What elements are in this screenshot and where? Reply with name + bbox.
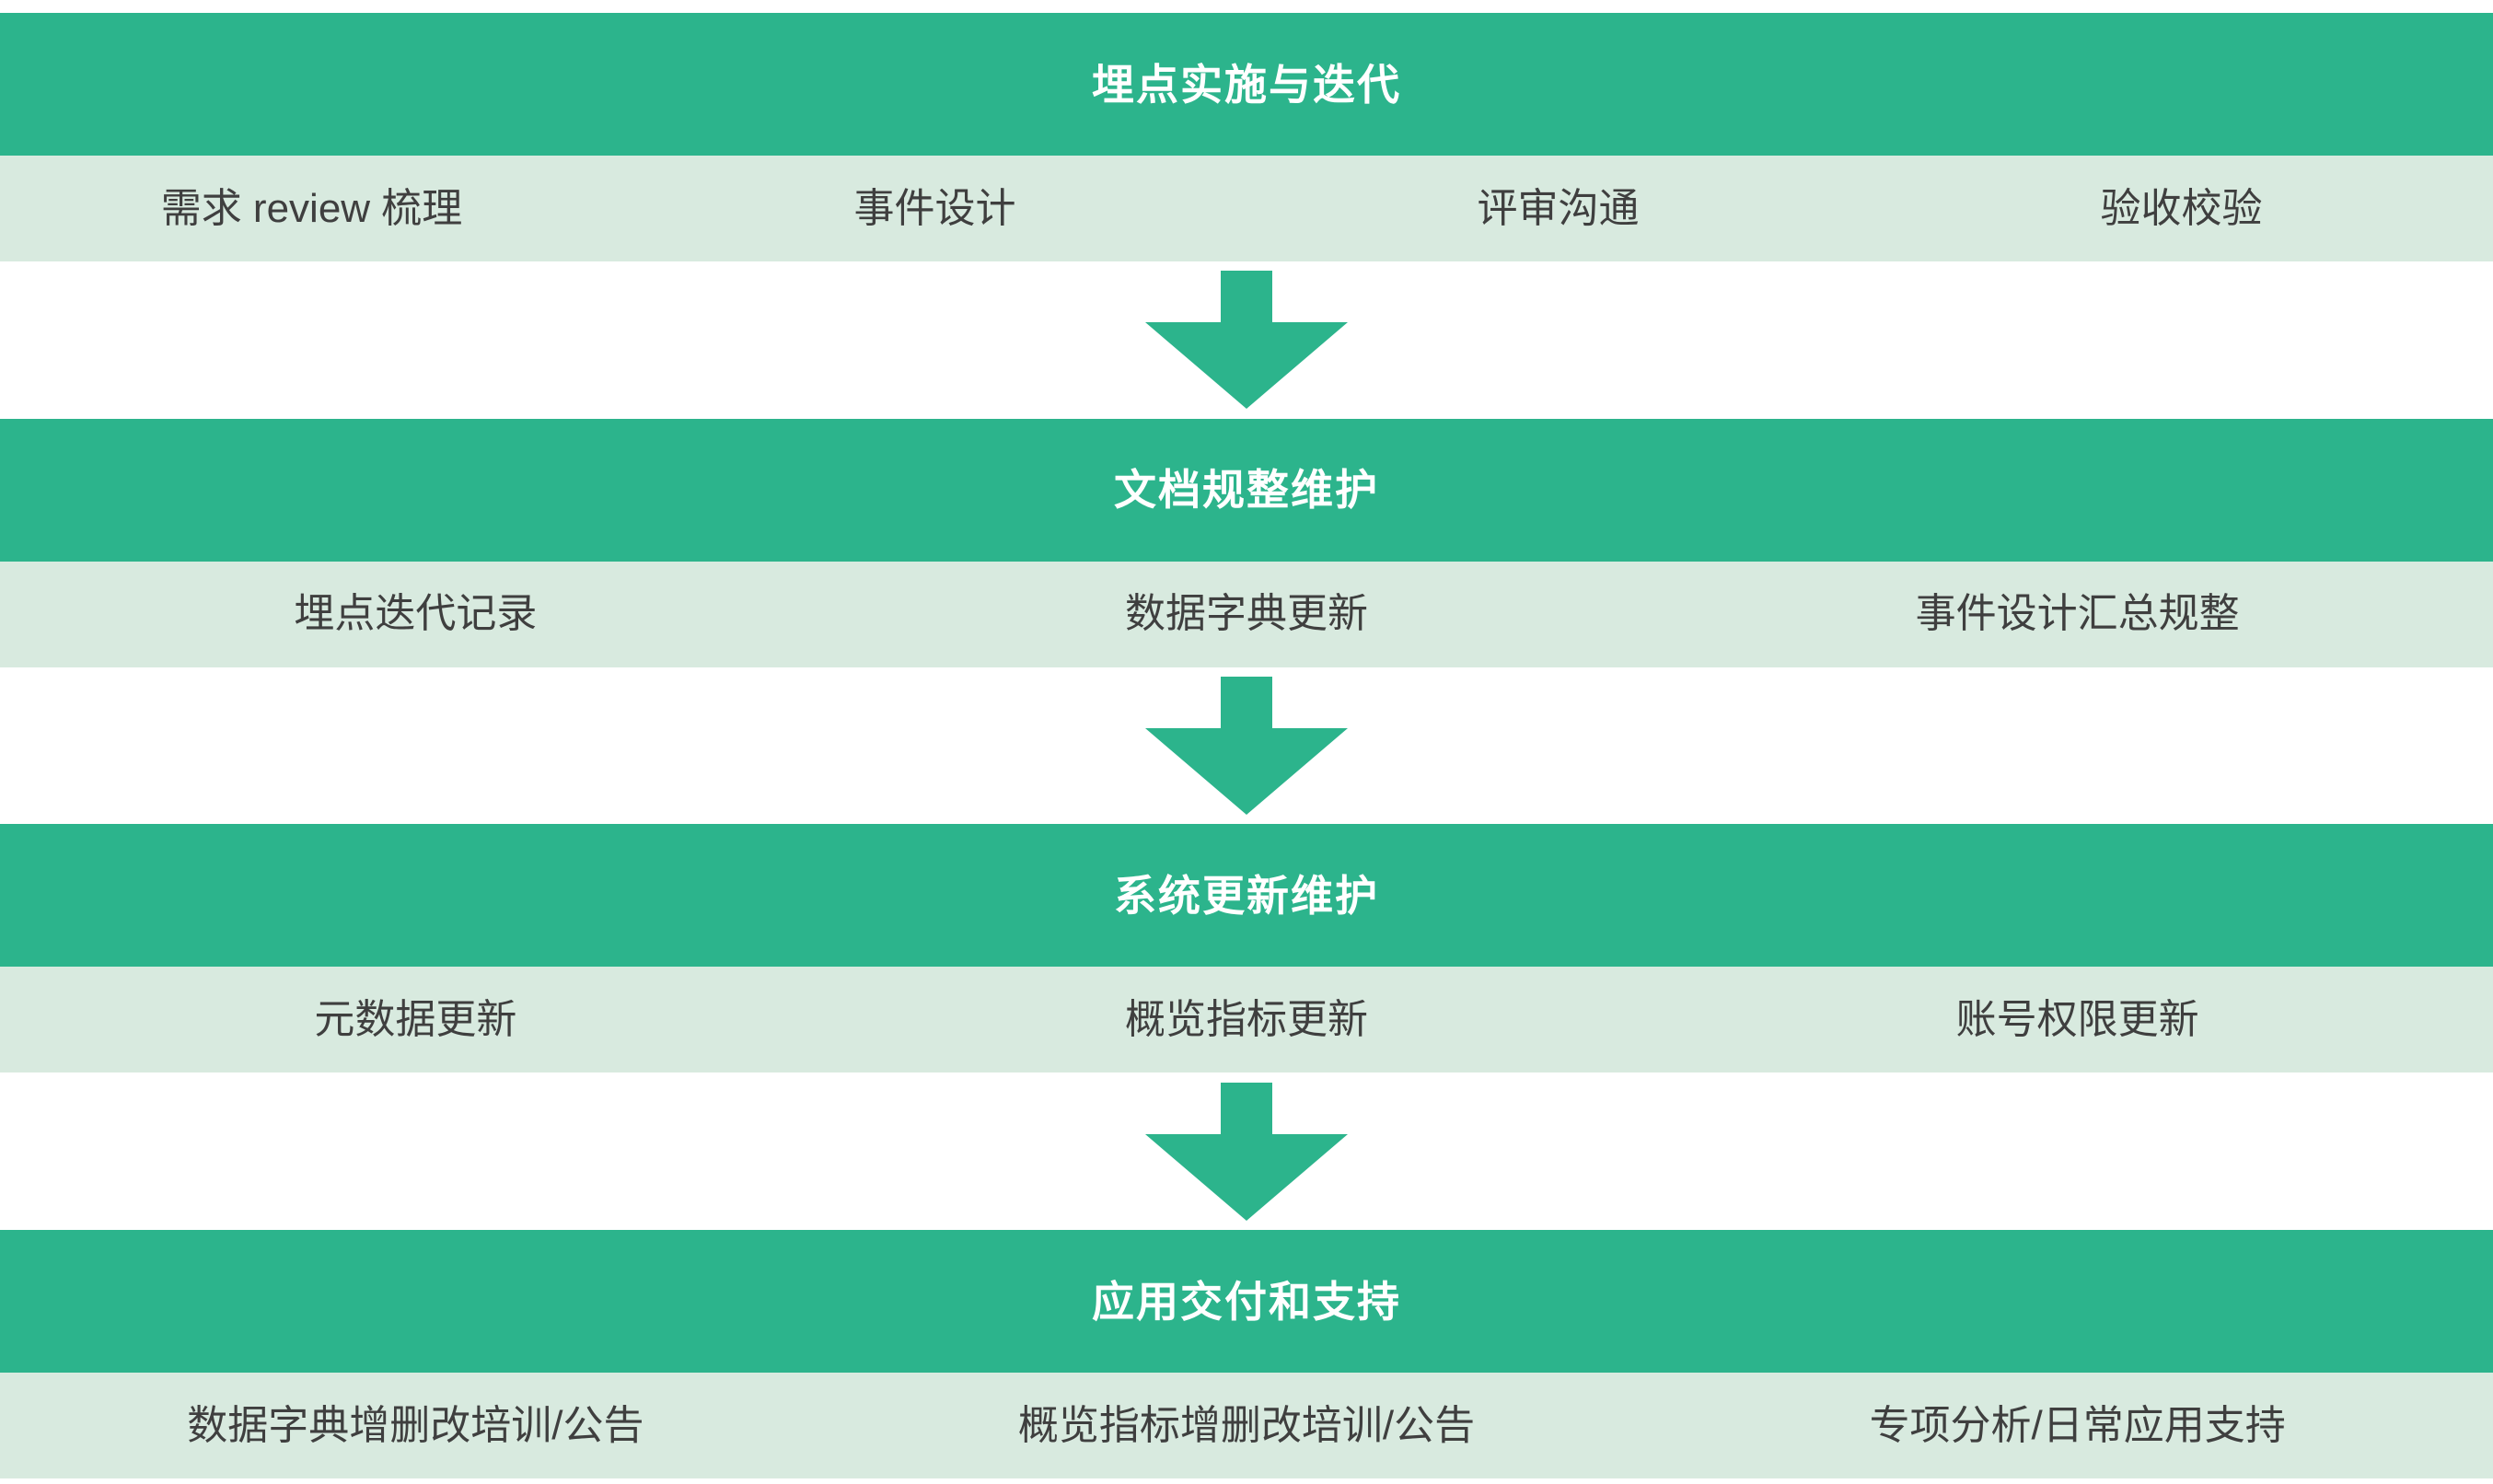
section-header-2: 文档规整维护	[0, 418, 2493, 562]
section-header-4: 应用交付和支持	[0, 1230, 2493, 1374]
section-item[interactable]: 概览指标更新	[1125, 996, 1368, 1042]
section-items-2: 埋点迭代记录 数据字典更新 事件设计汇总规整	[0, 561, 2493, 667]
section-title-2: 文档规整维护	[1114, 466, 1379, 515]
arrow-down-icon	[1145, 677, 1348, 815]
arrow-down-icon	[1145, 1082, 1348, 1221]
section-items-3: 元数据更新 概览指标更新 账号权限更新	[0, 967, 2493, 1073]
section-item[interactable]: 专项分析/日常应用支持	[1869, 1402, 2286, 1448]
section-items-4: 数据字典增删改培训/公告 概览指标增删改培训/公告 专项分析/日常应用支持	[0, 1373, 2493, 1479]
section-item[interactable]: 数据字典增删改培训/公告	[187, 1402, 644, 1448]
connector-gap-3	[0, 1072, 2493, 1231]
arrow-down-icon	[1145, 271, 1348, 410]
section-items-1: 需求 review 梳理 事件设计 评审沟通 验收校验	[0, 156, 2493, 261]
section-header-1: 埋点实施与迭代	[0, 13, 2493, 156]
section-item[interactable]: 埋点迭代记录	[294, 591, 538, 637]
flow-section-4: 应用交付和支持 数据字典增删改培训/公告 概览指标增删改培训/公告 专项分析/日…	[0, 1230, 2493, 1479]
section-header-3: 系统更新维护	[0, 824, 2493, 968]
connector-gap-2	[0, 667, 2493, 825]
flow-section-3: 系统更新维护 元数据更新 概览指标更新 账号权限更新	[0, 824, 2493, 1073]
section-item[interactable]: 事件设计汇总规整	[1915, 591, 2240, 637]
section-item[interactable]: 评审沟通	[1477, 185, 1640, 231]
section-item[interactable]: 元数据更新	[314, 996, 517, 1042]
section-item[interactable]: 需求 review 梳理	[160, 185, 463, 231]
section-item[interactable]: 验收校验	[2100, 185, 2263, 231]
flow-section-2: 文档规整维护 埋点迭代记录 数据字典更新 事件设计汇总规整	[0, 418, 2493, 667]
flow-section-1: 埋点实施与迭代 需求 review 梳理 事件设计 评审沟通 验收校验	[0, 13, 2493, 261]
section-item[interactable]: 事件设计	[853, 185, 1016, 231]
section-title-1: 埋点实施与迭代	[1092, 60, 1401, 109]
section-item[interactable]: 数据字典更新	[1125, 591, 1368, 637]
section-title-4: 应用交付和支持	[1092, 1277, 1401, 1326]
section-item[interactable]: 概览指标增删改培训/公告	[1017, 1402, 1476, 1448]
section-title-3: 系统更新维护	[1114, 871, 1379, 920]
connector-gap-1	[0, 261, 2493, 419]
section-item[interactable]: 账号权限更新	[1955, 996, 2199, 1042]
